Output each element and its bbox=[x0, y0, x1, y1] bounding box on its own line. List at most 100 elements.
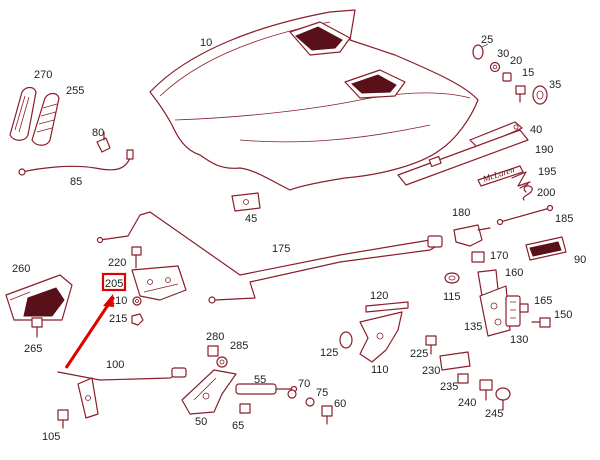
label-40: 40 bbox=[530, 124, 542, 136]
part-20-nut[interactable] bbox=[502, 72, 512, 82]
label-260: 260 bbox=[12, 263, 30, 275]
label-185: 185 bbox=[555, 213, 573, 225]
part-120-strip[interactable] bbox=[365, 301, 409, 313]
part-125-bushing[interactable] bbox=[339, 331, 353, 349]
label-285: 285 bbox=[230, 340, 248, 352]
label-175: 175 bbox=[272, 243, 290, 255]
label-170: 170 bbox=[490, 250, 508, 262]
part-195-emblem[interactable] bbox=[511, 171, 531, 189]
part-285-washer[interactable] bbox=[216, 356, 228, 368]
label-190: 190 bbox=[535, 144, 553, 156]
part-mclaren-badge[interactable]: McLaren bbox=[477, 164, 524, 187]
part-150-bolt[interactable] bbox=[531, 317, 551, 328]
label-15: 15 bbox=[522, 67, 534, 79]
label-240: 240 bbox=[458, 397, 476, 409]
part-80-clip[interactable] bbox=[96, 131, 111, 153]
label-255: 255 bbox=[66, 85, 84, 97]
part-230-plate[interactable] bbox=[439, 351, 471, 371]
label-230: 230 bbox=[422, 365, 440, 377]
label-195: 195 bbox=[538, 166, 556, 178]
part-115-washer[interactable] bbox=[444, 272, 460, 284]
part-50-hinge[interactable] bbox=[181, 369, 237, 415]
part-210-washer[interactable] bbox=[132, 296, 142, 306]
highlight-arrow bbox=[64, 294, 114, 369]
label-60: 60 bbox=[334, 398, 346, 410]
label-160: 160 bbox=[505, 267, 523, 279]
part-190-trim-strip[interactable] bbox=[397, 129, 529, 186]
label-30: 30 bbox=[497, 48, 509, 60]
label-90: 90 bbox=[574, 254, 586, 266]
label-55: 55 bbox=[254, 374, 266, 386]
label-50: 50 bbox=[195, 416, 207, 428]
part-25-cap[interactable] bbox=[472, 43, 489, 60]
part-165-bolt[interactable] bbox=[519, 303, 529, 313]
label-65: 65 bbox=[232, 420, 244, 432]
part-215-nut[interactable] bbox=[131, 313, 144, 326]
part-85-release-cable[interactable] bbox=[18, 149, 134, 176]
label-220: 220 bbox=[108, 257, 126, 269]
label-245: 245 bbox=[485, 408, 503, 420]
part-235-nut[interactable] bbox=[457, 373, 469, 384]
part-110-hinge-bracket[interactable] bbox=[359, 311, 403, 363]
part-205-lock-plate[interactable] bbox=[131, 265, 187, 301]
label-265: 265 bbox=[24, 343, 42, 355]
highlight-box-205 bbox=[101, 272, 127, 292]
part-240-bolt[interactable] bbox=[479, 379, 493, 401]
label-120: 120 bbox=[370, 290, 388, 302]
part-90-label-plate[interactable] bbox=[525, 236, 567, 261]
part-45-bracket[interactable] bbox=[231, 192, 261, 212]
label-10: 10 bbox=[200, 37, 212, 49]
label-270: 270 bbox=[34, 69, 52, 81]
label-200: 200 bbox=[537, 187, 555, 199]
part-260-cover-panel[interactable] bbox=[5, 274, 73, 321]
part-135-latch-body[interactable] bbox=[479, 285, 511, 337]
label-115: 115 bbox=[443, 291, 461, 303]
label-70: 70 bbox=[298, 378, 310, 390]
label-150: 150 bbox=[554, 309, 572, 321]
label-110: 110 bbox=[371, 364, 389, 376]
label-100: 100 bbox=[106, 359, 124, 371]
part-270-vent-frame[interactable] bbox=[9, 86, 37, 141]
label-130: 130 bbox=[510, 334, 528, 346]
label-45: 45 bbox=[245, 213, 257, 225]
part-40-hinge-arm[interactable] bbox=[469, 121, 523, 149]
part-55-gas-strut[interactable] bbox=[235, 383, 298, 395]
part-70-washer[interactable] bbox=[287, 389, 297, 399]
part-265-bolt[interactable] bbox=[31, 317, 43, 338]
part-105-bolt[interactable] bbox=[57, 409, 69, 429]
part-75-washer[interactable] bbox=[305, 397, 315, 407]
label-165: 165 bbox=[534, 295, 552, 307]
part-245-bolt[interactable] bbox=[495, 387, 511, 411]
part-170-pad[interactable] bbox=[471, 251, 485, 263]
part-180-latch[interactable] bbox=[453, 224, 491, 247]
label-205: 205 bbox=[105, 278, 123, 290]
part-60-bolt[interactable] bbox=[321, 405, 333, 425]
part-15-bolt[interactable] bbox=[515, 85, 526, 103]
part-280-nut[interactable] bbox=[207, 345, 219, 357]
part-100-release-lever[interactable] bbox=[57, 367, 187, 419]
badge-text: McLaren bbox=[481, 164, 517, 184]
part-65-bolt[interactable] bbox=[239, 403, 251, 414]
label-80: 80 bbox=[92, 127, 104, 139]
part-35-buffer[interactable] bbox=[532, 85, 548, 105]
label-215: 215 bbox=[109, 313, 127, 325]
label-280: 280 bbox=[206, 331, 224, 343]
label-105: 105 bbox=[42, 431, 60, 443]
hood-panel[interactable] bbox=[149, 9, 479, 191]
label-25: 25 bbox=[481, 34, 493, 46]
part-175-bowden-cable[interactable] bbox=[96, 211, 443, 304]
part-255-vent-grille[interactable] bbox=[31, 92, 60, 146]
part-130-latch-mechanism[interactable] bbox=[505, 295, 521, 327]
part-220-bolt[interactable] bbox=[131, 246, 142, 269]
part-225-bolt[interactable] bbox=[425, 335, 437, 355]
label-235: 235 bbox=[440, 381, 458, 393]
part-30-washer[interactable] bbox=[489, 61, 501, 73]
label-35: 35 bbox=[549, 79, 561, 91]
label-135: 135 bbox=[464, 321, 482, 333]
part-185-rod[interactable] bbox=[496, 204, 554, 226]
part-200-emblem[interactable] bbox=[522, 185, 533, 201]
label-125: 125 bbox=[320, 347, 338, 359]
label-180: 180 bbox=[452, 207, 470, 219]
label-75: 75 bbox=[316, 387, 328, 399]
